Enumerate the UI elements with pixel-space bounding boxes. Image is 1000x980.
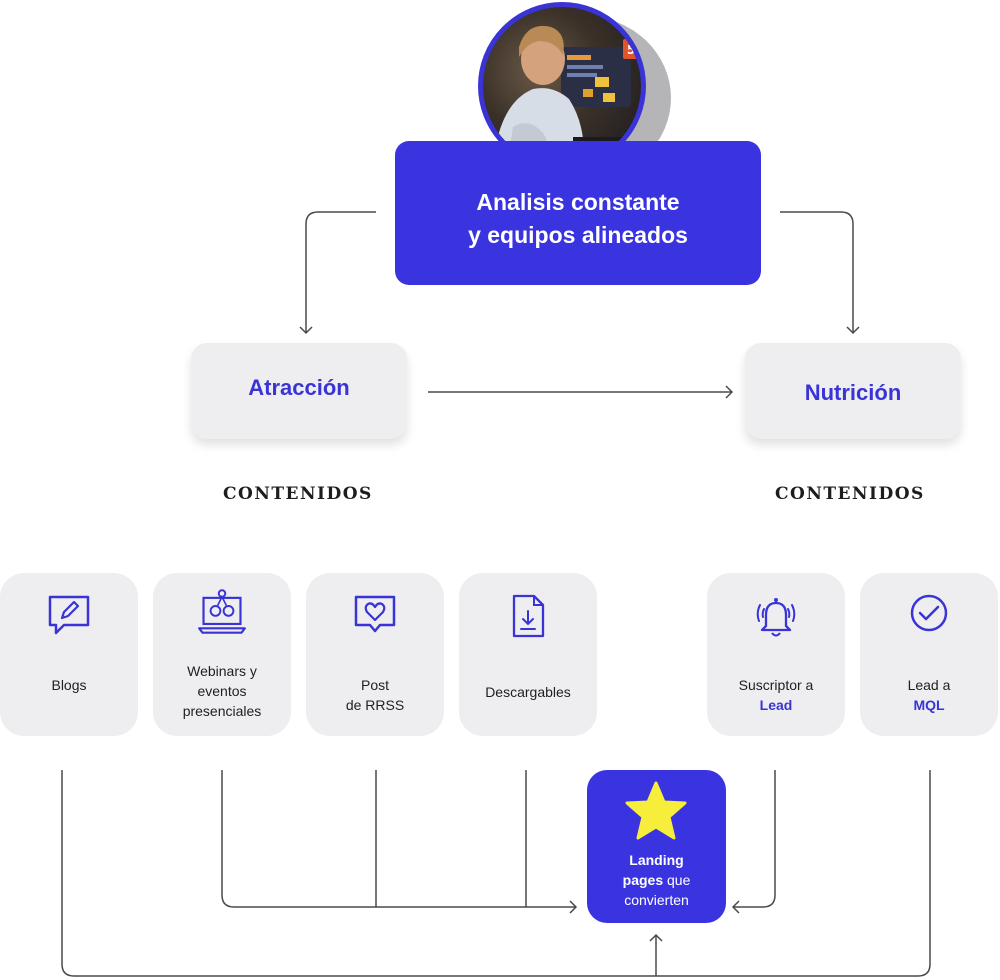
header-title-line2: y equipos alineados [468,222,688,248]
edit-message-icon [48,595,90,635]
bell-ring-icon [756,598,796,637]
card-lead-mql: Lead a MQL [860,573,998,736]
stage-attraction: Atracción [191,343,407,439]
svg-text:5: 5 [627,43,635,57]
card-webinars-line3: presenciales [182,703,262,719]
check-circle-icon [910,594,948,632]
card-post-rrss: Post de RRSS [306,573,444,736]
webinar-laptop-icon [198,589,246,634]
landing-text: Landing pages que convierten [587,850,726,910]
landing-box: Landing pages que convierten [587,770,726,923]
section-label-right: CONTENIDOS [775,484,925,504]
landing-bold-word: pages [622,872,664,888]
arrow-header-to-nurturing [780,211,860,335]
card-post-line1: Post [360,677,389,693]
stage-attraction-label: Atracción [248,375,350,400]
card-suscriptor: Suscriptor a Lead [707,573,845,736]
heart-message-icon [354,595,396,633]
arrow-header-to-attraction [299,211,376,335]
section-label-left: CONTENIDOS [223,484,373,504]
stage-nurturing: Nutrición [745,343,961,439]
card-suscriptor-line1: Suscriptor a [738,677,814,693]
card-post-line2: de RRSS [345,697,405,713]
card-descargables: Descargables [459,573,597,736]
landing-rest-line2: que [667,872,691,888]
card-descargables-label: Descargables [485,684,571,700]
landing-bold-line1: Landing [629,852,684,868]
card-webinars: Webinars y eventos presenciales [153,573,291,736]
card-blogs: Blogs [0,573,138,736]
landing-line3: convierten [624,892,689,908]
card-lead-line1: Lead a [907,677,951,693]
card-suscriptor-highlight: Lead [759,697,793,713]
header-title-line1: Analisis constante [476,189,680,215]
stage-nurturing-label: Nutrición [804,380,902,405]
card-lead-highlight: MQL [913,697,945,713]
card-webinars-line1: Webinars y [187,663,257,679]
line-webinars-to-landing [221,770,578,914]
download-file-icon [512,594,545,638]
line-suscriptor-to-landing [731,770,776,914]
card-webinars-line2: eventos [197,683,247,699]
header-title: Analisis constante y equipos alineados [448,186,708,252]
line-blogs-mql-loop [61,770,931,977]
star-icon [625,781,687,840]
card-blogs-label: Blogs [51,677,87,693]
header-box: Analisis constante y equipos alineados [395,141,761,285]
